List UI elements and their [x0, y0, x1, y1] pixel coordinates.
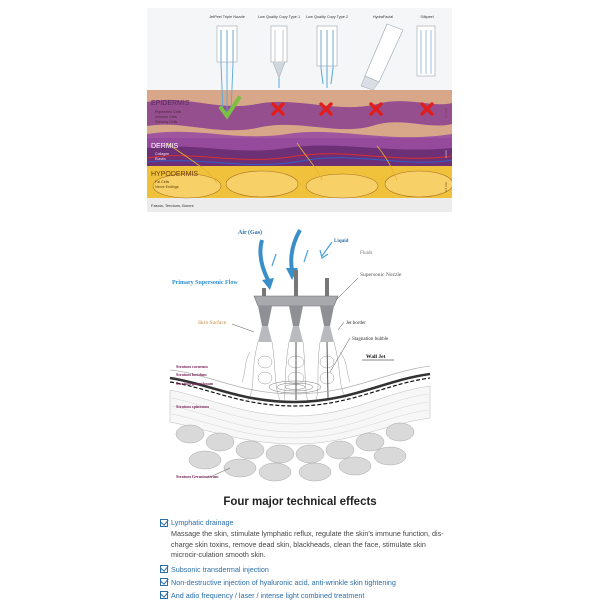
fascia-label: Fascia, Tendons, Bones	[151, 203, 194, 208]
fascia-band	[147, 198, 452, 212]
dermis-item: Elastin	[155, 157, 166, 161]
stratum-label: Stratum corneum	[176, 364, 208, 369]
epidermis-item: Sensory Cells	[155, 120, 177, 124]
stratum-label: Stratum lucidum	[176, 372, 207, 377]
list-item: Subsonic transdermal injection	[160, 565, 450, 574]
device-hydrafacial	[360, 23, 404, 91]
epidermis-item: Pigmented Cells	[155, 110, 181, 114]
stratum-label: Stratum granulosum	[176, 381, 214, 386]
nozzle-label: Supersonic Nozzle	[360, 272, 402, 278]
effect-title: Subsonic transdermal injection	[171, 564, 269, 574]
device-label-1: JetPeel Triple Nozzle	[209, 15, 245, 19]
device-label-5: Silkpeel	[420, 15, 433, 19]
stagnation-label: Stagnation bubble	[352, 337, 389, 342]
depth-label: 2 mm	[444, 150, 448, 158]
checkbox-icon	[160, 591, 168, 599]
fluids-label: Fluids	[360, 251, 373, 256]
device-label-4: HydraFacial	[373, 15, 393, 19]
device-label-3: Low Quality Copy Type 2	[306, 15, 348, 19]
air-label: Air (Gas)	[238, 229, 262, 236]
stratum-label: Stratum spinosum	[176, 404, 209, 409]
epidermis-title: EPIDERMIS	[151, 100, 190, 107]
epidermis-item: Immune Cells	[155, 115, 177, 119]
depth-label: 3-4 mm	[444, 181, 448, 192]
effects-title: Four major technical effects	[223, 496, 377, 508]
effects-list: Lymphatic drainage Massage the skin, sti…	[160, 518, 450, 604]
hypodermis-item: Nerve Endings	[155, 185, 179, 189]
skin-layer-diagram: JetPeel Triple Nozzle Low Quality Copy T…	[147, 8, 452, 212]
device-label-2: Low Quality Copy Type 1	[258, 15, 300, 19]
checkbox-icon	[160, 578, 168, 586]
effect-description: Massage the skin, stimulate lymphatic re…	[171, 529, 444, 559]
device-copy-type2	[316, 25, 338, 88]
list-item: And adio frequency / laser / intense lig…	[160, 591, 450, 600]
wall-jet-label: Wall Jet	[366, 354, 386, 360]
checkbox-icon	[160, 565, 168, 573]
liquid-arrow-icon	[271, 241, 333, 267]
dermis-title: DERMIS	[151, 143, 179, 150]
skin-surface-label: Skin Surface	[198, 319, 227, 326]
device-jetpeel	[216, 25, 238, 116]
jet-diagram: Air (Gas) Liquid Fluids	[169, 229, 431, 482]
cross-icon	[271, 102, 434, 116]
checkbox-icon	[160, 518, 168, 527]
depth-label: 0.1 mm	[444, 107, 448, 118]
dermis-item: Collagen	[155, 152, 169, 156]
effect-title: Lymphatic drainage	[171, 518, 234, 527]
check-icon	[219, 96, 241, 120]
primary-flow-label: Primary Supersonic Flow	[172, 280, 238, 286]
air-arrow-icon	[258, 229, 302, 290]
device-silkpeel	[416, 25, 436, 77]
nozzle-assembly	[253, 270, 339, 342]
hypodermis-item: Fat Cells	[155, 180, 169, 184]
effect-title: Non-destructive injection of hyaluronic …	[171, 577, 396, 587]
hypodermis-title: HYPODERMIS	[151, 171, 198, 178]
effect-title: And adio frequency / laser / intense lig…	[171, 590, 365, 600]
list-item: Lymphatic drainage Massage the skin, sti…	[160, 518, 450, 561]
device-copy-type1	[270, 25, 288, 88]
basal-cells	[175, 422, 415, 482]
jet-border-label: Jet border	[346, 321, 366, 326]
stratum-label: Stratum Germinativum	[176, 474, 219, 479]
liquid-label: Liquid	[334, 239, 349, 244]
list-item: Non-destructive injection of hyaluronic …	[160, 578, 450, 587]
